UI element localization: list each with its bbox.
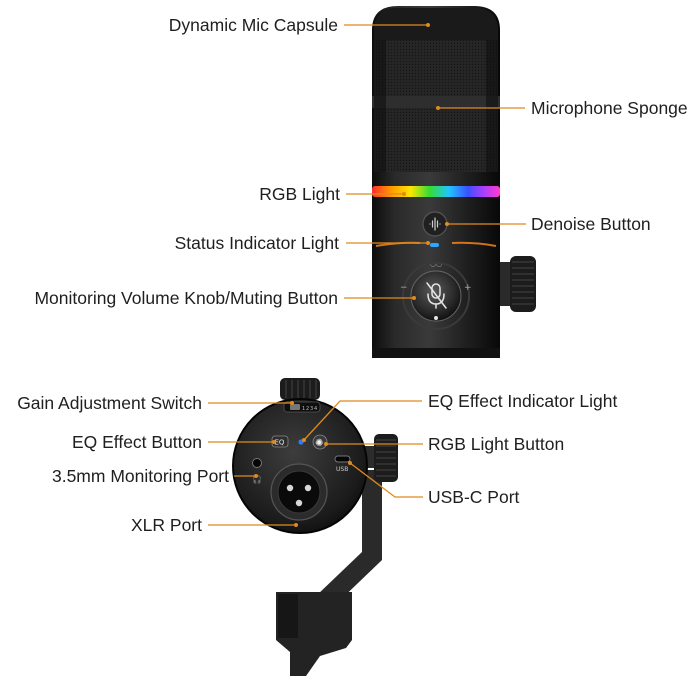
sun-icon: ✺ <box>315 438 323 449</box>
mic-base-disc-edge <box>232 398 368 534</box>
side-knob-ridges <box>512 261 534 305</box>
knob-position-dot <box>434 316 438 320</box>
label-status-indicator-light: Status Indicator Light <box>175 233 340 253</box>
status-indicator-led <box>430 243 439 247</box>
label-eq-effect-button: EQ Effect Button <box>72 432 202 452</box>
xlr-port[interactable] <box>277 470 321 514</box>
microphone-bottom-view: 1 2 3 4 EQ ✺ 🎧 USB <box>232 378 398 676</box>
headphone-mark: ◡◡ <box>430 260 442 268</box>
usb-c-port-socket[interactable] <box>334 455 351 463</box>
label-gain-adjustment-switch: Gain Adjustment Switch <box>17 393 202 413</box>
label-monitoring-volume-knob: Monitoring Volume Knob/Muting Button <box>34 288 338 308</box>
monitoring-volume-ring <box>402 262 470 330</box>
mic-mute-icon <box>426 282 447 309</box>
headphone-icon: 🎧 <box>252 474 262 484</box>
gain-scale-4: 4 <box>314 406 317 412</box>
label-xlr-port: XLR Port <box>131 515 202 535</box>
label-usb-c-port: USB-C Port <box>428 487 520 507</box>
waveform-icon <box>429 217 441 231</box>
microphone-sponge-lower <box>374 108 498 172</box>
gain-scale-2: 2 <box>306 406 309 412</box>
sponge-edge-shadow-right <box>486 40 498 172</box>
gain-scale-3: 3 <box>310 406 313 412</box>
microphone-sponge-upper <box>374 40 498 96</box>
xlr-pin-3 <box>295 499 303 507</box>
gain-switch-slider <box>290 404 300 410</box>
volume-minus-mark: − <box>400 283 408 293</box>
gain-top-knob-ridges <box>285 380 317 398</box>
base-side-knob-ridges <box>376 439 396 477</box>
stand-arm <box>316 470 382 608</box>
xlr-pin-1 <box>286 484 294 492</box>
rgb-light-button[interactable] <box>312 434 328 450</box>
xlr-pin-2 <box>304 484 312 492</box>
volume-plus-mark: + <box>464 283 472 293</box>
mic-base-rim <box>372 348 500 358</box>
label-dynamic-mic-capsule: Dynamic Mic Capsule <box>169 15 338 35</box>
gain-scale-1: 1 <box>302 406 305 412</box>
microphone-front-view: − + ◡◡ <box>372 6 536 358</box>
label-rgb-light-button: RGB Light Button <box>428 434 564 454</box>
label-microphone-sponge: Microphone Sponge <box>531 98 688 118</box>
microphone-sponge-band <box>372 96 500 108</box>
label-eq-effect-indicator-light: EQ Effect Indicator Light <box>428 391 618 411</box>
label-rgb-light: RGB Light <box>259 184 340 204</box>
dynamic-mic-capsule <box>374 8 498 40</box>
label-denoise-button: Denoise Button <box>531 214 651 234</box>
sponge-edge-shadow-left <box>374 40 386 172</box>
label-monitoring-port: 3.5mm Monitoring Port <box>52 466 229 486</box>
usb-text: USB <box>336 466 348 473</box>
callout-leaders <box>208 23 526 527</box>
status-glow-right <box>451 241 497 247</box>
monitoring-port-jack[interactable] <box>252 458 262 468</box>
rgb-light-ring <box>372 186 500 197</box>
eq-button-text: EQ <box>275 439 285 447</box>
stand-mount-shade <box>278 594 298 638</box>
